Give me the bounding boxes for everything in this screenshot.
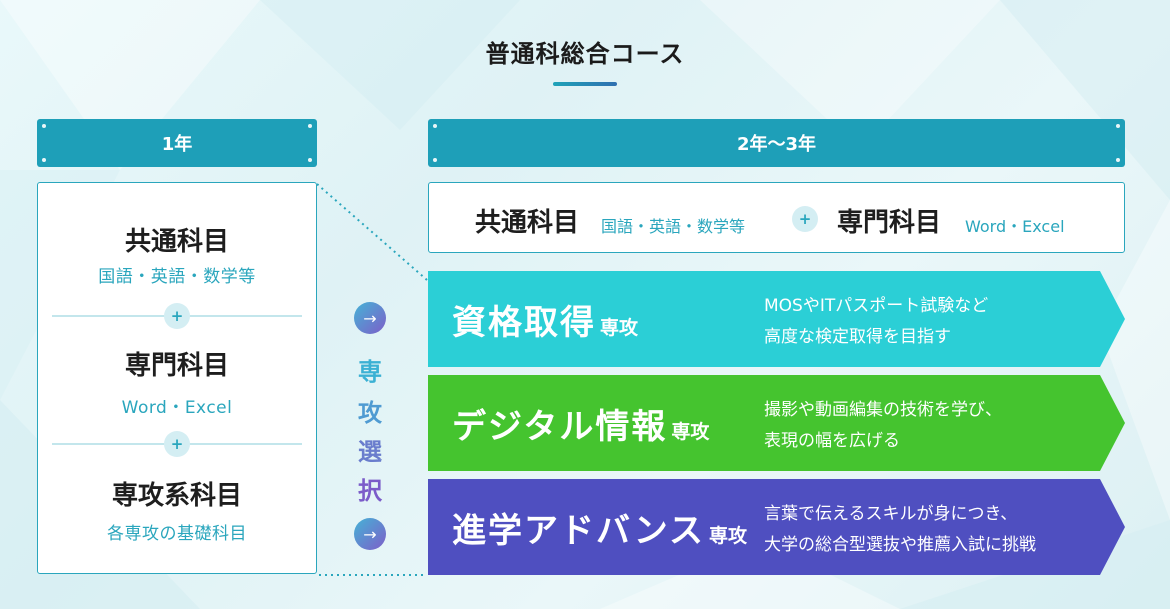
specialized-subjects-heading: 専門科目: [124, 351, 229, 381]
major-arrow-shape: [428, 271, 1125, 367]
corner-dot: [42, 158, 46, 162]
year23-common-box: 共通科目 国語・英語・数学等 + 専門科目 Word・Excel: [428, 182, 1125, 253]
major-description: MOSやITパスポート試験など 高度な検定取得を目指す: [764, 291, 988, 353]
major-subjects-sub: 各専攻の基礎科目: [107, 524, 247, 544]
major-suffix: 専攻: [671, 421, 710, 443]
major-desc-line: MOSやITパスポート試験など: [764, 296, 989, 316]
year1-card: 共通科目 国語・英語・数学等 + 専門科目 Word・Excel + 専攻系科目…: [37, 182, 317, 574]
selection-char: 攻: [358, 399, 382, 427]
plus-icon: +: [164, 303, 190, 329]
corner-dot: [433, 158, 437, 162]
selection-char: 専: [358, 358, 382, 386]
major-desc-line: 言葉で伝えるスキルが身につき、: [764, 504, 1018, 524]
major-title: デジタル情報: [452, 407, 668, 447]
major-digital: デジタル情報専攻 撮影や動画編集の技術を学び、 表現の幅を広げる: [428, 375, 1125, 471]
major-description: 言葉で伝えるスキルが身につき、 大学の総合型選抜や推薦入試に挑戦: [764, 499, 1036, 561]
major-suffix: 専攻: [600, 317, 639, 339]
major-description: 撮影や動画編集の技術を学び、 表現の幅を広げる: [764, 395, 1002, 457]
specialized-subjects-sub: Word・Excel: [965, 217, 1065, 236]
corner-dot: [42, 124, 46, 128]
common-subjects-sub: 国語・英語・数学等: [98, 267, 256, 287]
corner-dot: [308, 124, 312, 128]
corner-dot: [1116, 124, 1120, 128]
major-title: 進学アドバンス: [452, 511, 706, 551]
major-qualification: 資格取得専攻 MOSやITパスポート試験など 高度な検定取得を目指す: [428, 271, 1125, 367]
year1-bar: 1年: [37, 119, 317, 167]
corner-dot: [308, 158, 312, 162]
selection-char: 選: [358, 438, 382, 466]
major-suffix: 専攻: [709, 525, 748, 547]
common-subjects-heading: 共通科目: [124, 227, 229, 257]
major-desc-line: 撮影や動画編集の技術を学び、: [764, 400, 1002, 420]
major-name: デジタル情報専攻: [452, 399, 709, 448]
major-desc-line: 表現の幅を広げる: [764, 431, 900, 451]
corner-dot: [433, 124, 437, 128]
common-subjects-heading: 共通科目: [475, 208, 580, 238]
corner-dot: [1116, 158, 1120, 162]
major-name: 進学アドバンス専攻: [452, 503, 747, 552]
year23-bar: 2年〜3年: [428, 119, 1125, 167]
arrow-right-icon: →: [354, 302, 386, 334]
year23-label: 2年〜3年: [736, 134, 817, 155]
title-underline: [553, 82, 617, 86]
common-subjects-sub: 国語・英語・数学等: [601, 217, 746, 236]
plus-icon: +: [164, 431, 190, 457]
major-arrow-shape: [428, 375, 1125, 471]
specialized-subjects-sub: Word・Excel: [121, 398, 233, 418]
major-arrow-shape: [428, 479, 1125, 575]
major-desc-line: 大学の総合型選抜や推薦入試に挑戦: [764, 535, 1036, 555]
major-name: 資格取得専攻: [452, 295, 638, 344]
major-subjects-heading: 専攻系科目: [111, 481, 242, 511]
major-advance: 進学アドバンス専攻 言葉で伝えるスキルが身につき、 大学の総合型選抜や推薦入試に…: [428, 479, 1125, 575]
page-title: 普通科総合コース: [485, 40, 685, 68]
plus-icon: +: [792, 206, 818, 232]
specialized-subjects-heading: 専門科目: [837, 208, 942, 238]
year1-label: 1年: [161, 134, 193, 155]
selection-char: 択: [358, 477, 382, 505]
arrow-right-icon: →: [354, 518, 386, 550]
major-desc-line: 高度な検定取得を目指す: [764, 327, 951, 347]
major-title: 資格取得: [452, 303, 596, 343]
